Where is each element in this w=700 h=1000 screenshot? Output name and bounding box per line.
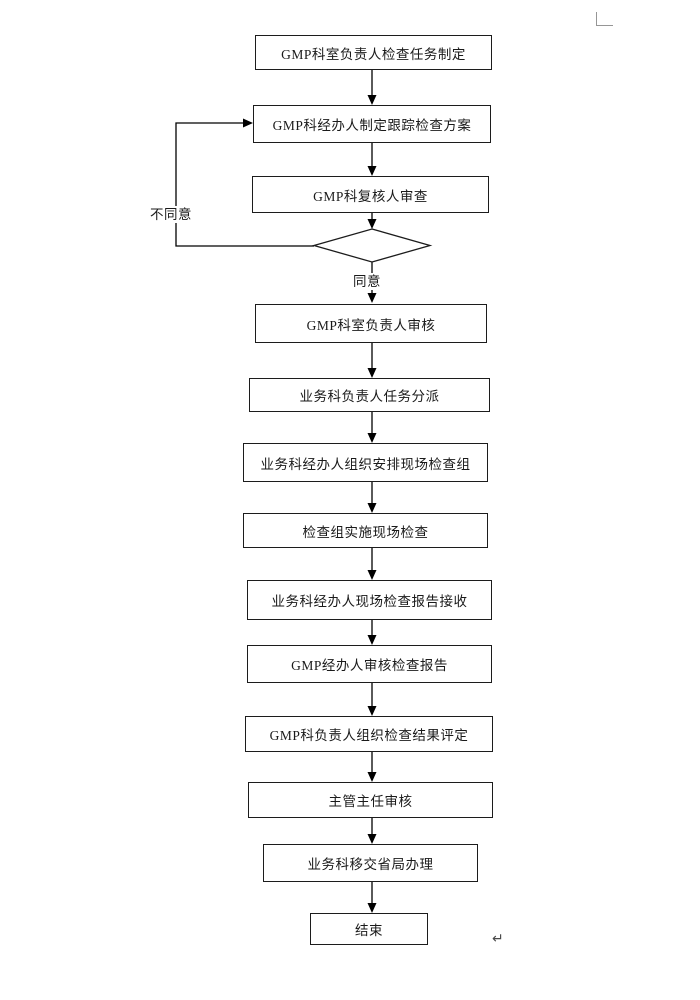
- paragraph-return-mark: ↵: [492, 931, 504, 947]
- flow-node-result-evaluation: GMP科负责人组织检查结果评定: [245, 716, 493, 752]
- text-boundary-corner-mark: [596, 12, 613, 26]
- arrowhead: [367, 570, 377, 580]
- arrowhead: [367, 903, 377, 913]
- arrowhead: [367, 293, 377, 303]
- edge-label-agree: 同意: [352, 273, 382, 290]
- flow-node-team-arrangement: 业务科经办人组织安排现场检查组: [243, 443, 488, 482]
- edge-label-disagree: 不同意: [149, 206, 193, 223]
- flow-node-task-assignment: 业务科负责人任务分派: [249, 378, 490, 412]
- arrowhead: [367, 834, 377, 844]
- flow-node-approval-decision: [311, 228, 433, 263]
- flow-node-dept-head-review: GMP科室负责人审核: [255, 304, 487, 343]
- flow-node-transfer-provincial: 业务科移交省局办理: [263, 844, 478, 882]
- flow-node-reviewer-check: GMP科复核人审查: [252, 176, 489, 213]
- flow-node-task-definition: GMP科室负责人检查任务制定: [255, 35, 492, 70]
- disagree-loop-line: [175, 122, 314, 247]
- flow-node-onsite-inspection: 检查组实施现场检查: [243, 513, 488, 548]
- arrowhead: [367, 95, 377, 105]
- flow-node-end: 结束: [310, 913, 428, 945]
- arrowhead: [367, 706, 377, 716]
- arrowhead: [367, 433, 377, 443]
- arrowhead: [367, 635, 377, 645]
- arrowhead: [367, 503, 377, 513]
- flow-node-director-review: 主管主任审核: [248, 782, 493, 818]
- flow-node-report-review: GMP经办人审核检查报告: [247, 645, 492, 683]
- arrowhead: [367, 772, 377, 782]
- arrowhead: [367, 219, 377, 229]
- arrowhead: [243, 118, 253, 128]
- flow-node-report-reception: 业务科经办人现场检查报告接收: [247, 580, 492, 620]
- flow-node-plan-drafting: GMP科经办人制定跟踪检查方案: [253, 105, 491, 143]
- arrowhead: [367, 166, 377, 176]
- arrowhead: [367, 368, 377, 378]
